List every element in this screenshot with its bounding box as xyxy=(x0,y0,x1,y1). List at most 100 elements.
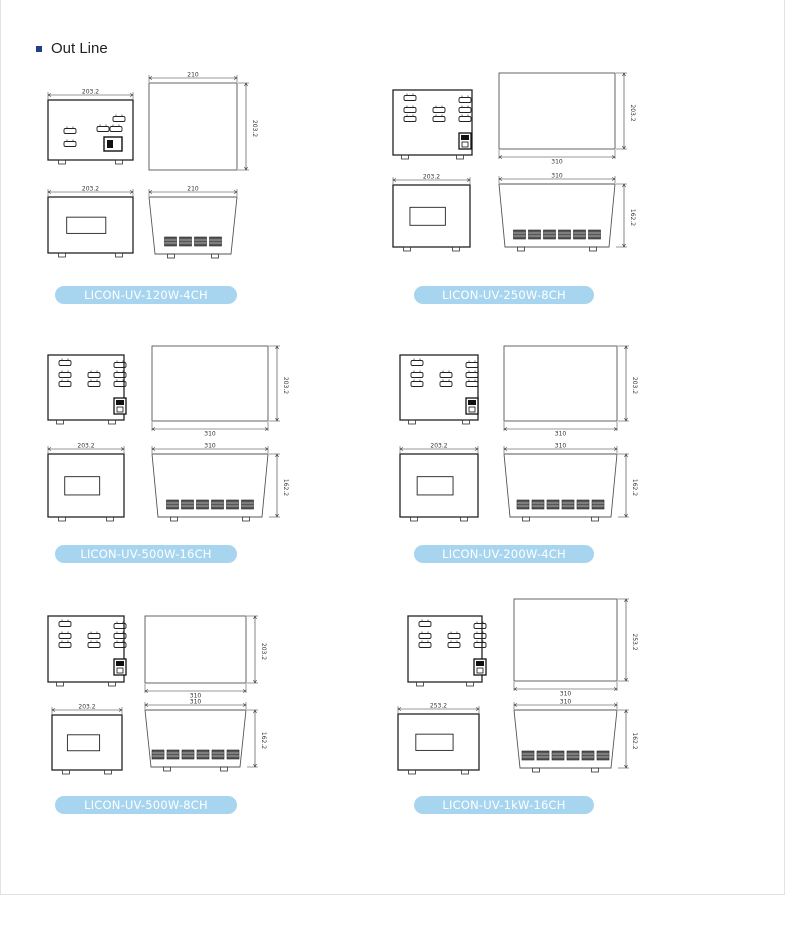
dimension-label: 310 xyxy=(190,699,202,706)
dimension-label: 203.2 xyxy=(77,443,94,450)
connector-icon xyxy=(410,370,424,378)
connector-icon xyxy=(87,370,101,378)
foot xyxy=(456,154,464,160)
connector-icon xyxy=(112,114,126,122)
model-label-badge: LICON-UV-500W-16CH xyxy=(55,545,237,563)
section-title: Out Line xyxy=(51,40,108,57)
connector-icon xyxy=(432,114,446,122)
dimension-label: 203.2 xyxy=(260,643,267,660)
foot xyxy=(108,681,116,687)
side-outline xyxy=(498,183,616,248)
connector-icon xyxy=(113,631,127,639)
vent-row xyxy=(166,499,254,510)
power-switch-icon xyxy=(458,132,472,150)
vent-slot xyxy=(576,499,590,510)
display-window xyxy=(409,206,446,226)
vent-slot xyxy=(209,236,222,247)
connector-icon xyxy=(403,114,417,122)
vent-slot xyxy=(561,499,575,510)
dimension-label: 203.2 xyxy=(78,704,95,711)
connector-icon xyxy=(96,124,110,132)
top-view xyxy=(148,82,238,171)
connector-icon xyxy=(58,358,72,366)
connector-icon xyxy=(63,139,77,147)
model-label-badge: LICON-UV-250W-8CH xyxy=(414,286,594,304)
side-outline xyxy=(503,453,618,518)
connector-icon xyxy=(87,631,101,639)
foot xyxy=(410,516,418,522)
vent-slot xyxy=(194,236,207,247)
top-view xyxy=(498,72,616,150)
display-window xyxy=(416,476,454,496)
connector-icon xyxy=(465,370,479,378)
connector-icon xyxy=(418,631,432,639)
dimension-label: 203.2 xyxy=(430,443,447,450)
dimension-label: 203.2 xyxy=(282,377,289,394)
connector-icon xyxy=(403,105,417,113)
back-panel-view xyxy=(399,354,479,425)
dimension-label: 310 xyxy=(204,431,216,438)
foot xyxy=(522,516,530,522)
foot xyxy=(532,767,540,773)
model-label-badge: LICON-UV-500W-8CH xyxy=(55,796,237,814)
connector-icon xyxy=(58,640,72,648)
vent-slot xyxy=(528,229,541,240)
vent-slot xyxy=(166,499,179,510)
vent-slot xyxy=(211,749,225,760)
vent-slot xyxy=(573,229,586,240)
model-label-badge: LICON-UV-120W-4CH xyxy=(55,286,237,304)
side-outline xyxy=(144,709,247,768)
display-window xyxy=(415,733,454,751)
vent-slot xyxy=(196,749,210,760)
dimension-label: 253.2 xyxy=(631,633,638,650)
top-view xyxy=(151,345,269,422)
dimension-label: 253.2 xyxy=(430,703,447,710)
foot xyxy=(242,516,250,522)
connector-icon xyxy=(439,379,453,387)
front-view xyxy=(397,713,480,775)
foot xyxy=(58,252,66,258)
vent-slot xyxy=(596,750,610,761)
back-panel-view xyxy=(47,615,127,687)
section-heading: Out Line xyxy=(36,40,108,57)
dimension-label: 203.2 xyxy=(423,174,440,181)
connector-icon xyxy=(109,124,123,132)
foot xyxy=(517,246,525,252)
vent-slot xyxy=(181,499,194,510)
connector-icon xyxy=(473,621,487,629)
side-view xyxy=(144,709,247,772)
connector-icon xyxy=(58,370,72,378)
top-view xyxy=(503,345,618,422)
connector-icon xyxy=(418,619,432,627)
foot xyxy=(170,516,178,522)
vent-slot xyxy=(211,499,224,510)
vent-slot xyxy=(516,499,530,510)
connector-icon xyxy=(113,370,127,378)
power-switch-icon xyxy=(113,397,127,415)
vent-slot xyxy=(226,749,240,760)
foot xyxy=(461,769,469,775)
dimension-label: 310 xyxy=(551,173,563,180)
foot xyxy=(167,253,175,259)
top-view xyxy=(513,598,618,682)
side-view xyxy=(513,709,618,773)
connector-icon xyxy=(418,640,432,648)
vent-slot xyxy=(588,229,601,240)
connector-icon xyxy=(113,621,127,629)
connector-icon xyxy=(113,640,127,648)
dimension-label: 203.2 xyxy=(629,104,636,121)
back-panel-view xyxy=(407,615,487,687)
dimension-label: 162.2 xyxy=(282,479,289,496)
back-panel-view xyxy=(392,89,473,160)
connector-icon xyxy=(113,379,127,387)
display-window xyxy=(66,216,107,234)
vent-slot xyxy=(536,750,550,761)
vent-slot xyxy=(531,499,545,510)
back-panel-view xyxy=(47,354,127,425)
display-window xyxy=(66,734,101,752)
